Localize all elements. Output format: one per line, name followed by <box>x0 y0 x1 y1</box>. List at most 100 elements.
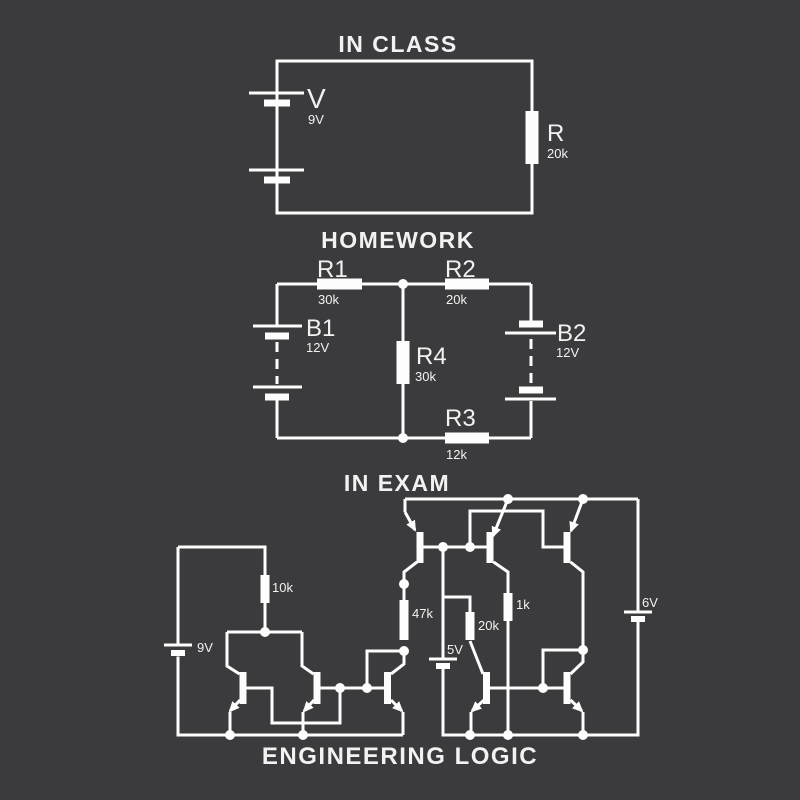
junction-dot <box>578 645 588 655</box>
transistor-emitter-arrow <box>470 698 486 713</box>
wire <box>441 621 640 737</box>
wire <box>468 509 564 549</box>
transistor-bar <box>563 672 571 704</box>
exam-junction-dots <box>225 494 588 740</box>
transistor-emitter-arrow <box>491 498 510 538</box>
junction-dot <box>465 542 475 552</box>
resistor-r-value: 20k <box>547 146 568 161</box>
resistor-20k-value: 20k <box>478 618 499 633</box>
transistor-bar <box>239 672 247 704</box>
battery-b1-label: B1 <box>306 315 335 342</box>
battery-9v-icon <box>164 643 192 656</box>
wire <box>365 649 404 688</box>
exam-right-wires <box>405 497 640 737</box>
transistor-bar <box>384 672 391 704</box>
junction-dot <box>578 730 588 740</box>
resistor-20k-icon <box>465 612 475 640</box>
battery-6v-value: 6V <box>642 595 658 610</box>
transistor-bar <box>563 532 571 563</box>
homework-circuit: HOMEWORK R1 30k R2 20k R3 12k R4 30k <box>253 227 586 462</box>
resistor-47k-value: 47k <box>412 606 433 621</box>
junction-dot <box>298 730 308 740</box>
transistor-bar <box>313 672 321 704</box>
battery-v-icon <box>249 91 304 184</box>
in-class-title: IN CLASS <box>338 31 457 57</box>
transistor-q5-icon <box>470 672 490 713</box>
resistor-r2-label: R2 <box>445 256 476 283</box>
resistor-r1-label: R1 <box>317 256 348 283</box>
transistor-q6-icon <box>563 672 584 713</box>
battery-b1-value: 12V <box>306 340 329 355</box>
transistor-q2-icon <box>302 672 321 713</box>
transistor-emitter-arrow <box>302 698 316 713</box>
resistor-1k-value: 1k <box>516 597 530 612</box>
resistor-10k-icon <box>260 575 270 603</box>
wire <box>402 560 418 600</box>
homework-title: HOMEWORK <box>321 227 475 253</box>
transistor-emitter-arrow <box>228 698 242 713</box>
resistor-r2-icon <box>445 278 489 290</box>
resistor-1k-icon <box>503 593 513 621</box>
junction-dot <box>225 730 235 740</box>
in-exam-circuit: IN EXAM <box>164 470 658 740</box>
junction-dot <box>398 433 408 443</box>
transistor-emitter-arrow <box>569 498 585 533</box>
resistor-r3-icon <box>445 432 489 444</box>
wire <box>569 560 585 650</box>
transistor-bar <box>486 532 494 563</box>
resistor-47k-icon <box>399 600 409 640</box>
battery-b2-value: 12V <box>556 345 579 360</box>
resistor-r3-label: R3 <box>445 405 476 432</box>
resistor-r1-value: 30k <box>318 292 339 307</box>
resistor-r3-value: 12k <box>446 447 467 462</box>
resistor-10k-value: 10k <box>272 580 293 595</box>
junction-dot <box>260 627 270 637</box>
caption-text: ENGINEERING LOGIC <box>262 743 538 770</box>
junction-dot <box>398 279 408 289</box>
junction-dot <box>399 579 409 589</box>
battery-6v-icon <box>624 610 652 622</box>
transistor-t2-icon <box>486 498 510 563</box>
junction-dot <box>399 646 409 656</box>
wire <box>300 632 315 676</box>
wire <box>225 632 241 676</box>
battery-v-value: 9V <box>308 112 324 127</box>
resistor-r4-value: 30k <box>415 369 436 384</box>
junction-dot <box>538 683 548 693</box>
transistor-emitter-arrow <box>403 511 417 532</box>
junction-dot <box>503 494 513 504</box>
transistor-bar <box>416 532 424 563</box>
transistor-bar <box>483 672 490 704</box>
resistor-r1-icon <box>317 278 362 290</box>
transistor-q3-icon <box>384 672 404 713</box>
resistor-r4-label: R4 <box>416 343 447 370</box>
battery-9v-value: 9V <box>197 640 213 655</box>
wire <box>541 648 583 690</box>
exam-left-wires <box>176 545 418 737</box>
resistor-r4-icon <box>396 341 410 384</box>
wire <box>176 656 403 737</box>
transistor-t3-icon <box>563 498 585 563</box>
wire <box>468 640 485 675</box>
transistor-q1-icon <box>228 672 247 713</box>
transistor-emitter-arrow <box>569 698 584 713</box>
junction-dot <box>362 683 372 693</box>
in-class-circuit: IN CLASS V 9V R 20k <box>249 31 568 215</box>
wire <box>492 560 510 593</box>
battery-5v-value: 5V <box>447 642 463 657</box>
battery-5v-icon <box>429 657 457 669</box>
junction-dot <box>438 542 448 552</box>
battery-b2-label: B2 <box>557 320 586 347</box>
junction-dot <box>335 683 345 693</box>
battery-b2-icon <box>505 320 556 401</box>
transistor-t1-icon <box>403 499 424 563</box>
junction-dot <box>503 730 513 740</box>
wire <box>178 545 267 575</box>
resistor-r-label: R <box>547 120 564 147</box>
in-exam-title: IN EXAM <box>344 470 450 496</box>
resistor-r2-value: 20k <box>446 292 467 307</box>
battery-v-label: V <box>307 83 326 114</box>
junction-dot <box>465 730 475 740</box>
